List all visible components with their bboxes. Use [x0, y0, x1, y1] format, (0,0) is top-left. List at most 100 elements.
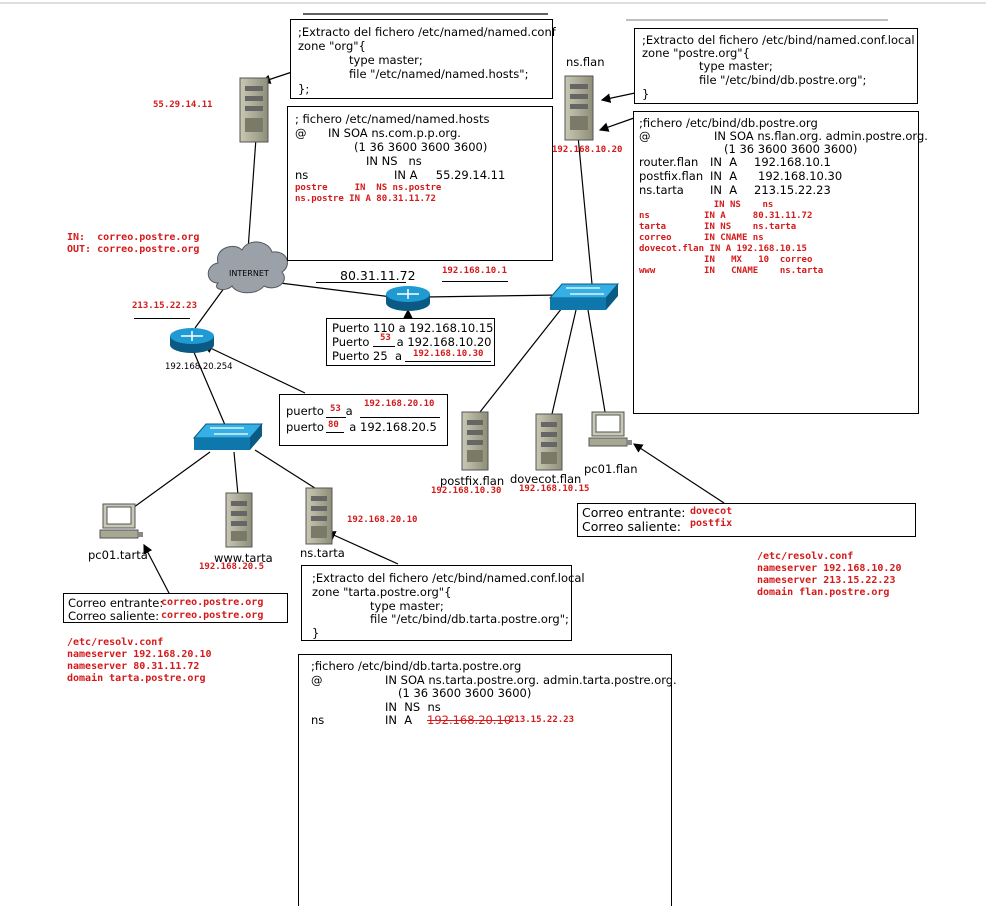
postfix-label: postfix.flan	[440, 474, 505, 488]
bind-conf-line2: type master;	[699, 59, 773, 73]
resolv-flan-ns2: nameserver 213.15.22.23	[757, 575, 896, 586]
db-postre-red-row: dovecot.flan IN A 192.168.10.15	[639, 244, 807, 254]
resolv-flan-title: /etc/resolv.conf	[757, 551, 854, 562]
tarta-conf-line3: file "/etc/bind/db.tarta.postre.org";	[370, 612, 569, 626]
server-nstarta-icon	[305, 487, 333, 545]
pc-flan-icon	[588, 411, 632, 447]
tarta-conf-box: ;Extracto del fichero /etc/bind/named.co…	[301, 565, 585, 641]
mail-tarta-out-label: Correo saliente:	[68, 609, 167, 623]
tarta-conf-title: ;Extracto del fichero /etc/bind/named.co…	[312, 571, 585, 585]
tarta-conf-line2: type master;	[370, 599, 444, 613]
tarta-conf-line1: zone "tarta.postre.org"{	[312, 585, 452, 599]
db-tarta-at: @	[311, 673, 323, 687]
flan-router-lan-ip: 192.168.10.1	[442, 266, 508, 276]
bind-conf-line3: file "/etc/bind/db.postre.org";	[699, 73, 867, 87]
server-nsflan-icon	[564, 75, 594, 141]
ports-flan-line3-target: 192.168.10.30	[413, 349, 484, 359]
postfix-ip: 192.168.10.30	[431, 486, 502, 496]
mail-flan-out-value: postfix	[690, 518, 733, 529]
ports-tarta-line2-target: a 192.168.20.5	[342, 420, 437, 434]
db-tarta-ns-a: IN A	[385, 713, 413, 727]
db-postre-row: 192.168.10.30	[758, 169, 843, 183]
named-hosts-ns-a: IN A 55.29.14.11	[394, 168, 506, 182]
resolv-tarta-ns2: nameserver 80.31.11.72	[67, 661, 200, 672]
named-hosts-ns: IN NS ns	[366, 154, 422, 168]
mail-tarta-in-label: Correo entrante:	[68, 596, 167, 610]
named-hosts-at: @	[295, 126, 307, 140]
ports-tarta-box: puerto 53 a 192.168.20.10 puerto 80 a 19…	[279, 394, 448, 446]
org-server-ip: 55.29.14.11	[153, 100, 213, 110]
db-postre-soa-params: (1 36 3600 3600 3600)	[724, 142, 858, 156]
ports-tarta-line2-label: puerto	[286, 420, 328, 434]
pc-tarta-icon	[99, 503, 143, 539]
db-postre-row: 192.168.10.1	[754, 155, 831, 169]
server-dovecot-icon	[535, 413, 563, 471]
resolv-tarta-ns1: nameserver 192.168.20.10	[67, 649, 212, 660]
named-hosts-soa-params: (1 36 3600 3600 3600)	[354, 140, 488, 154]
tarta-conf-line4: }	[312, 626, 320, 640]
db-postre-row: IN A	[710, 169, 738, 183]
db-tarta-new-ip: 213.15.22.23	[509, 715, 575, 725]
db-tarta-box: ;fichero /etc/bind/db.tarta.postre.org @…	[298, 654, 677, 906]
ports-flan-line1: Puerto 110 a 192.168.10.15	[332, 321, 494, 335]
ports-flan-line3-label: Puerto 25 a	[332, 349, 406, 363]
tarta-router-wan-ip: 213.15.22.23	[132, 301, 198, 311]
flan-router-wan-ip: 80.31.11.72	[340, 268, 416, 283]
router-tarta-icon	[170, 328, 214, 353]
db-postre-red-row: www IN CNAME ns.tarta	[639, 266, 824, 276]
db-postre-title: ;fichero /etc/bind/db.postre.org	[639, 116, 818, 130]
wwwtarta-ip: 192.168.20.5	[199, 562, 265, 572]
pc01flan-label: pc01.flan	[584, 462, 638, 476]
internet-label: INTERNET	[229, 269, 269, 278]
ports-flan-line2-port: 53	[380, 333, 391, 343]
wwwtarta-label: www.tarta	[214, 551, 273, 565]
named-conf-line4: };	[298, 82, 310, 96]
db-postre-row: postfix.flan	[639, 169, 704, 183]
mail-flan-out-label: Correo saliente:	[582, 519, 689, 534]
bind-conf-line1: zone "postre.org"{	[642, 46, 750, 60]
db-postre-row: IN A	[710, 155, 738, 169]
named-conf-line1: zone "org"{	[298, 39, 366, 53]
mx-out-label: OUT: correo.postre.org	[67, 244, 200, 255]
ports-tarta-line1-label: puerto	[286, 404, 328, 418]
db-tarta-old-ip: 192.168.20.10	[427, 713, 512, 727]
internet-cloud-icon	[207, 241, 288, 294]
named-hosts-title: ; fichero /etc/named/named.hosts	[295, 112, 490, 126]
db-postre-row: ns.tarta	[639, 183, 684, 197]
named-hosts-box: ; fichero /etc/named/named.hosts @ IN SO…	[287, 106, 553, 261]
mail-tarta-in-value: correo.postre.org	[161, 597, 264, 608]
named-hosts-ns-name: ns	[295, 168, 309, 182]
server-postfix-icon	[461, 411, 489, 471]
ports-tarta-line1-target: 192.168.20.10	[364, 399, 435, 409]
server-org-icon	[239, 77, 269, 143]
db-postre-red-row: IN NS ns	[627, 200, 774, 210]
bind-conf-line4: }	[642, 87, 650, 101]
switch-flan-icon	[548, 283, 620, 310]
named-hosts-soa: IN SOA ns.com.p.p.org.	[328, 126, 461, 140]
named-hosts-postre-a: ns.postre IN A 80.31.11.72	[295, 194, 436, 204]
mail-flan-in-label: Correo entrante:	[582, 505, 690, 520]
resolv-tarta-title: /etc/resolv.conf	[67, 637, 164, 648]
db-postre-red-row: IN MX 10 correo	[639, 255, 813, 265]
tarta-router-lan-ip: 192.168.20.254	[165, 362, 233, 372]
router-flan-icon	[386, 286, 430, 311]
mail-tarta-out-value: correo.postre.org	[161, 610, 264, 621]
mx-in-label: IN: correo.postre.org	[67, 232, 200, 243]
named-conf-line2: type master;	[349, 53, 423, 67]
bind-conf-local-box: ;Extracto del fichero /etc/bind/named.co…	[634, 28, 918, 104]
mail-tarta-box: Correo entrante: correo.postre.org Corre…	[63, 593, 288, 623]
db-postre-row: 213.15.22.23	[754, 183, 831, 197]
ports-flan-line2-label: Puerto	[332, 335, 374, 349]
ports-flan-line2-target: a 192.168.10.20	[393, 335, 492, 349]
bind-conf-title: ;Extracto del fichero /etc/bind/named.co…	[642, 33, 915, 47]
db-postre-row: router.flan	[639, 155, 699, 169]
named-conf-line3: file "/etc/named/named.hosts";	[349, 67, 529, 81]
named-conf-box: ;Extracto del fichero /etc/named/named.c…	[290, 19, 556, 99]
mail-flan-in-value: dovecot	[690, 506, 733, 517]
nsflan-label: ns.flan	[566, 55, 605, 69]
nstarta-ip: 192.168.20.10	[347, 515, 418, 525]
db-tarta-ns: IN NS ns	[385, 700, 441, 714]
switch-tarta-icon	[192, 423, 264, 450]
named-conf-title: ;Extracto del fichero /etc/named/named.c…	[298, 25, 556, 39]
db-postre-red-row: ns IN A 80.31.11.72	[639, 211, 813, 221]
